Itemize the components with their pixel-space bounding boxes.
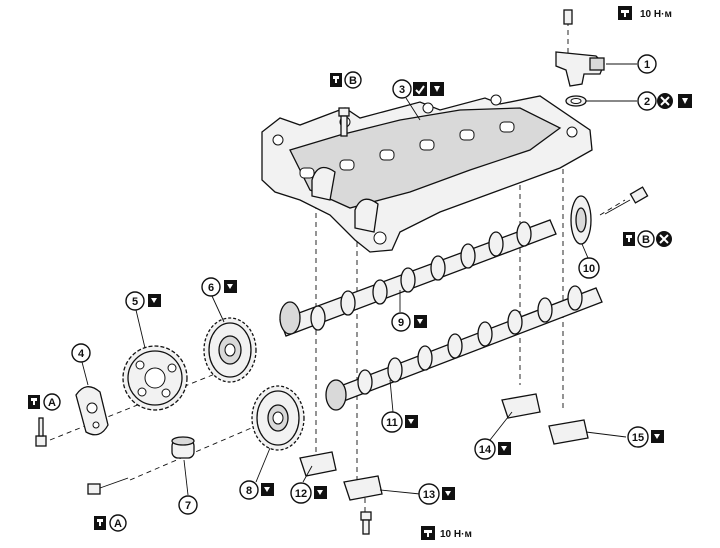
- bolts: [35, 107, 649, 535]
- callout-12: 12: [290, 482, 312, 504]
- cam-lobes-lower: [357, 285, 583, 395]
- ref-b-circle: [637, 230, 655, 248]
- sprocket-plate: [75, 386, 109, 436]
- svg-text:12: 12: [295, 488, 307, 500]
- do-not-reuse-x-icon: [657, 93, 673, 109]
- callout-9: 9: [391, 312, 411, 332]
- svg-text:8: 8: [246, 485, 252, 497]
- apply-oil-icon: [414, 315, 427, 328]
- exhaust-camshaft: [325, 285, 603, 411]
- ref-a-letter: A: [48, 397, 56, 409]
- ref-a-letter: A: [114, 518, 122, 530]
- apply-oil-icon: [442, 487, 455, 500]
- bearing-caps: [299, 393, 589, 501]
- apply-oil-icon: [651, 430, 664, 443]
- callout-1: 1: [637, 54, 657, 74]
- spacer-bushing: [171, 436, 195, 459]
- lower-gear: [251, 385, 305, 451]
- ref-a-circle: [43, 393, 61, 411]
- apply-oil-icon: [314, 486, 327, 499]
- upper-gear: [203, 317, 257, 383]
- sprocket-bolt-b: [604, 186, 649, 215]
- apply-oil-icon: [678, 94, 692, 108]
- bracket-bolt: [360, 511, 372, 535]
- svg-text:11: 11: [386, 417, 398, 429]
- camshaft-sensor: [555, 9, 605, 107]
- torque-label-top: 10 Н·м: [640, 9, 672, 20]
- intake-camshaft: [279, 219, 557, 337]
- svg-text:4: 4: [78, 348, 85, 360]
- svg-text:14: 14: [479, 444, 492, 456]
- apply-oil-icon: [430, 82, 444, 96]
- sprocket-bolt-a: [35, 417, 47, 447]
- apply-oil-icon: [405, 415, 418, 428]
- service-symbols: 10 Н·м 10 Н·м B: [28, 6, 692, 540]
- svg-text:10: 10: [583, 263, 595, 275]
- svg-text:3: 3: [399, 84, 405, 96]
- housing-bolt-b: [338, 107, 350, 137]
- callout-11: 11: [381, 411, 403, 433]
- torque-wrench-icon: [94, 516, 106, 530]
- ref-b-letter: B: [349, 75, 357, 87]
- svg-text:5: 5: [132, 296, 138, 308]
- callout-5: 5: [125, 291, 145, 311]
- idler-bolt-a: [87, 477, 129, 495]
- ref-a-circle: [109, 514, 127, 532]
- svg-text:13: 13: [423, 489, 435, 501]
- do-not-reuse-x-icon: [656, 231, 672, 247]
- camshaft-sprocket: [122, 345, 188, 411]
- torque-label-bottom: 10 Н·м: [440, 529, 472, 540]
- torque-wrench-icon: [421, 526, 435, 540]
- callout-2: 2: [637, 91, 657, 111]
- torque-wrench-icon: [623, 232, 635, 246]
- callout-10: 10: [578, 257, 600, 279]
- sensor-reluctor: [570, 195, 592, 245]
- callout-8: 8: [239, 480, 259, 500]
- callout-6: 6: [201, 277, 221, 297]
- apply-oil-icon: [148, 294, 161, 307]
- svg-text:6: 6: [208, 282, 214, 294]
- callout-15: 15: [627, 426, 649, 448]
- inspect-icon: [413, 82, 427, 96]
- callout-13: 13: [418, 483, 440, 505]
- callout-3: 3: [392, 79, 412, 99]
- callout-14: 14: [474, 438, 496, 460]
- svg-text:1: 1: [644, 59, 650, 71]
- ref-b-letter: B: [642, 234, 650, 246]
- leader-lines: [81, 63, 637, 496]
- torque-wrench-icon: [618, 6, 632, 20]
- svg-text:9: 9: [398, 317, 404, 329]
- torque-wrench-icon: [330, 73, 342, 87]
- callouts: 1 2 3 4 5 6 7 8 9 10 11 12 13 14 15: [71, 54, 657, 515]
- svg-text:2: 2: [644, 96, 650, 108]
- apply-oil-icon: [498, 442, 511, 455]
- cam-lobes-upper: [310, 221, 532, 331]
- svg-text:7: 7: [185, 500, 191, 512]
- ref-b-circle: [344, 71, 362, 89]
- apply-oil-icon: [261, 483, 274, 496]
- torque-wrench-icon: [28, 395, 40, 409]
- callout-4: 4: [71, 343, 91, 363]
- callout-7: 7: [178, 495, 198, 515]
- svg-text:15: 15: [632, 432, 644, 444]
- apply-oil-icon: [224, 280, 237, 293]
